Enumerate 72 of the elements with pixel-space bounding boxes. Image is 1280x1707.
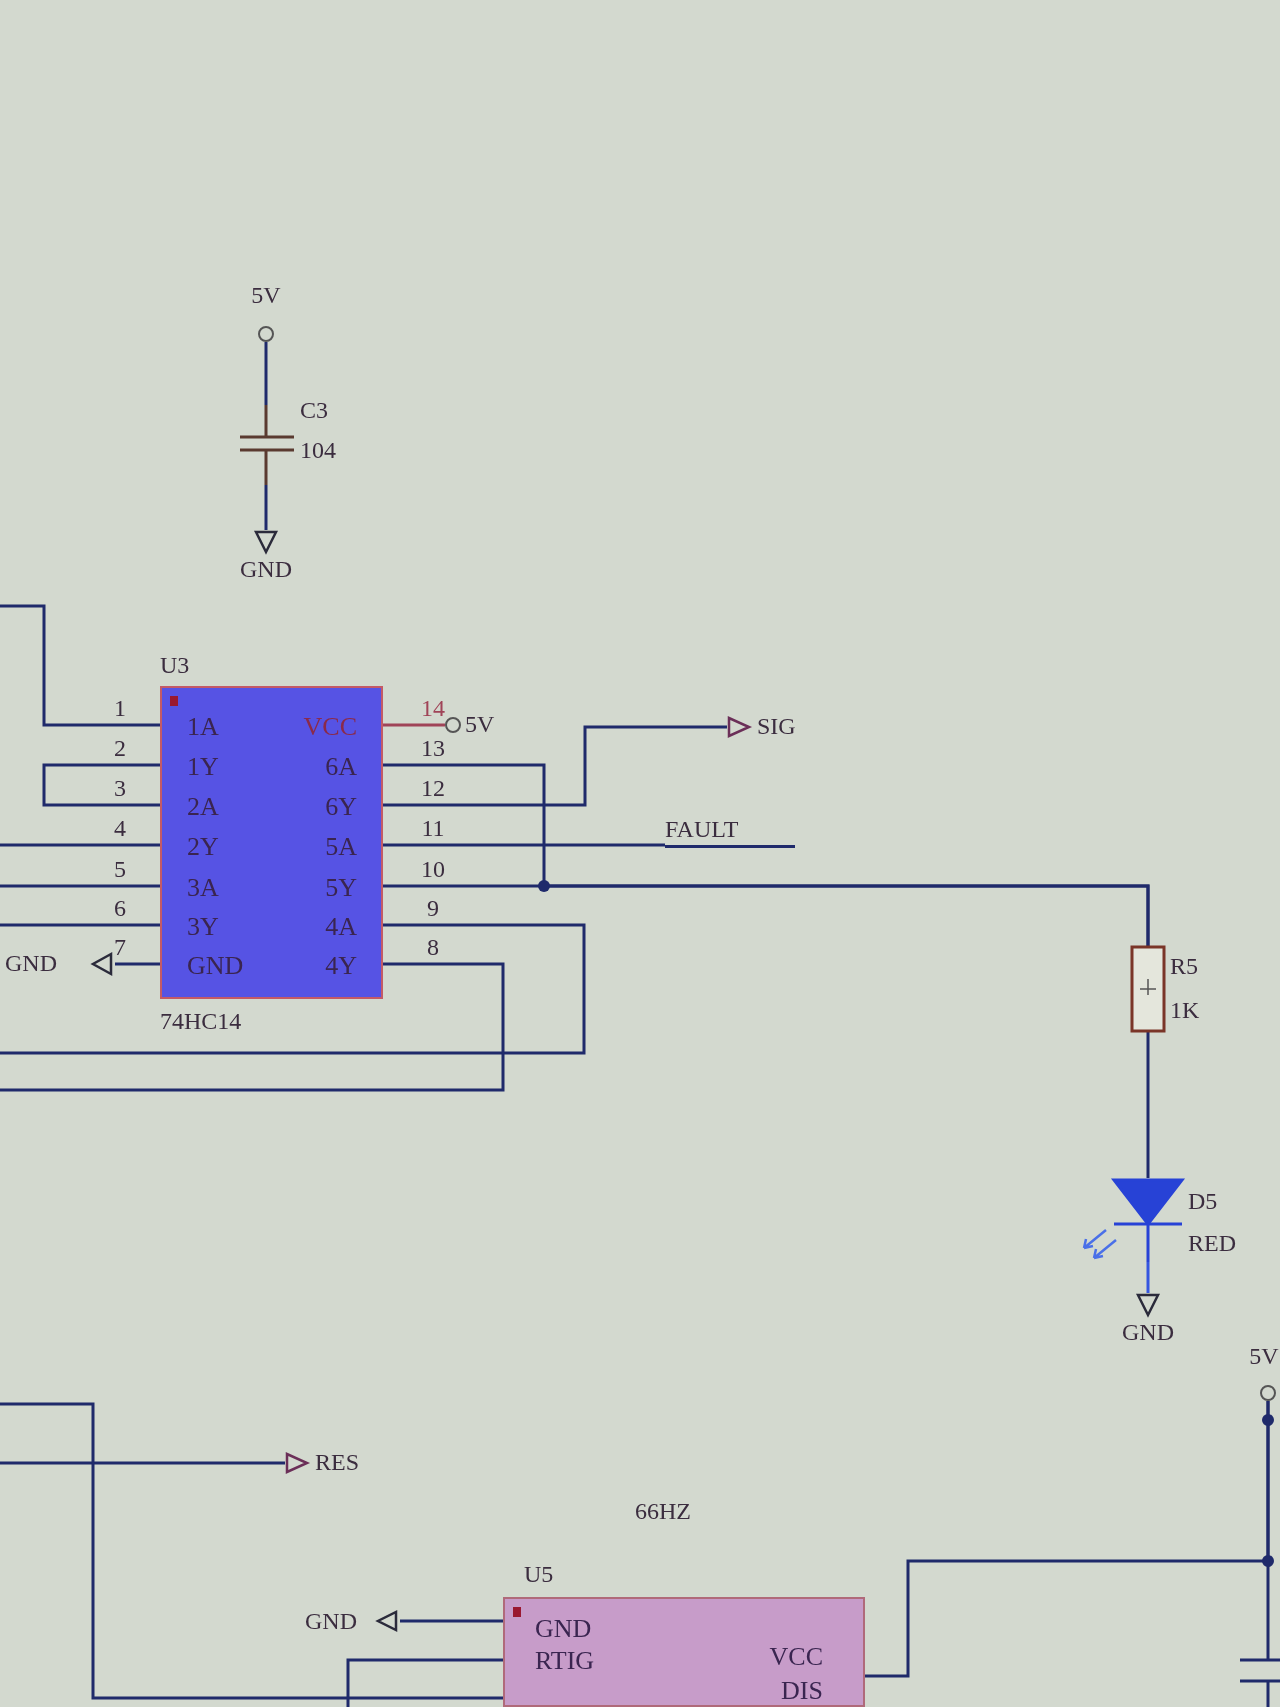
- net-name: 5V: [1249, 1343, 1279, 1370]
- wire: [0, 884, 160, 888]
- pin-number: 4: [114, 815, 126, 841]
- pin-name: 3A: [187, 874, 219, 902]
- wire: [383, 723, 445, 727]
- wire: [400, 1619, 503, 1623]
- note-text: 66HZ: [635, 1498, 691, 1524]
- pin-number: 9: [427, 895, 439, 921]
- wire: [383, 725, 727, 807]
- wire: [0, 923, 160, 927]
- net-name: 5V: [251, 282, 281, 309]
- pin-name: 4Y: [325, 952, 357, 980]
- pin-name: 3Y: [187, 913, 219, 941]
- pin-number: 1: [114, 695, 126, 721]
- pin-name: GND: [535, 1615, 592, 1643]
- wire: [1146, 1262, 1150, 1293]
- net-name: RES: [315, 1449, 359, 1476]
- pin-name: 5A: [325, 833, 357, 861]
- wire: [0, 923, 586, 1055]
- pin-number: 13: [421, 735, 445, 761]
- part-reference: R5: [1170, 953, 1198, 980]
- pin-number: 14: [421, 695, 445, 721]
- part-value: 1K: [1170, 997, 1200, 1024]
- part-reference: D5: [1188, 1188, 1218, 1215]
- net-name: SIG: [757, 713, 796, 740]
- wire: [0, 962, 505, 1092]
- pin-number: 3: [114, 775, 126, 801]
- wire: [264, 342, 268, 405]
- wire: [383, 843, 665, 847]
- wire: [346, 1658, 503, 1707]
- pin-name: DIS: [781, 1677, 823, 1705]
- wire: [383, 763, 1150, 947]
- net-name: 5V: [465, 711, 495, 738]
- net-name: GND: [1122, 1319, 1174, 1346]
- wire: [0, 843, 160, 847]
- pin-name: 5Y: [325, 874, 357, 902]
- pin-name: VCC: [769, 1643, 823, 1671]
- pin-number: 8: [427, 934, 439, 960]
- part-value: 104: [300, 437, 336, 464]
- net-name: GND: [5, 950, 57, 977]
- pin-name: VCC: [303, 713, 357, 741]
- pin-name: 2A: [187, 793, 219, 821]
- net-name: GND: [305, 1608, 357, 1635]
- net-name: FAULT: [665, 816, 739, 843]
- wire: [115, 962, 160, 966]
- pin-name: 6A: [325, 753, 357, 781]
- pin-name: 4A: [325, 913, 357, 941]
- pin-number: 11: [421, 815, 445, 841]
- pin-number: 2: [114, 735, 126, 761]
- wire: [0, 1402, 503, 1700]
- part-reference: U5: [524, 1561, 554, 1588]
- wire: [42, 763, 160, 807]
- wire: [264, 485, 268, 530]
- wire: [1146, 1031, 1150, 1178]
- part-value: 74HC14: [160, 1008, 242, 1035]
- wire: [0, 604, 160, 727]
- part-reference: U3: [160, 652, 190, 679]
- net-name: GND: [240, 556, 292, 583]
- pin-name: 1A: [187, 713, 219, 741]
- pin-number: 5: [114, 856, 126, 882]
- pin-number: 6: [114, 895, 126, 921]
- pin-name: RTIG: [535, 1647, 595, 1675]
- part-reference: C3: [300, 397, 328, 424]
- wire: [0, 1461, 285, 1465]
- pin-number: 10: [421, 856, 445, 882]
- pin-name: GND: [187, 952, 244, 980]
- pin-number: 12: [421, 775, 445, 801]
- pin-name: 1Y: [187, 753, 219, 781]
- pin-name: 6Y: [325, 793, 357, 821]
- pin-number: 7: [114, 934, 126, 960]
- part-value: RED: [1188, 1230, 1236, 1257]
- pin-name: 2Y: [187, 833, 219, 861]
